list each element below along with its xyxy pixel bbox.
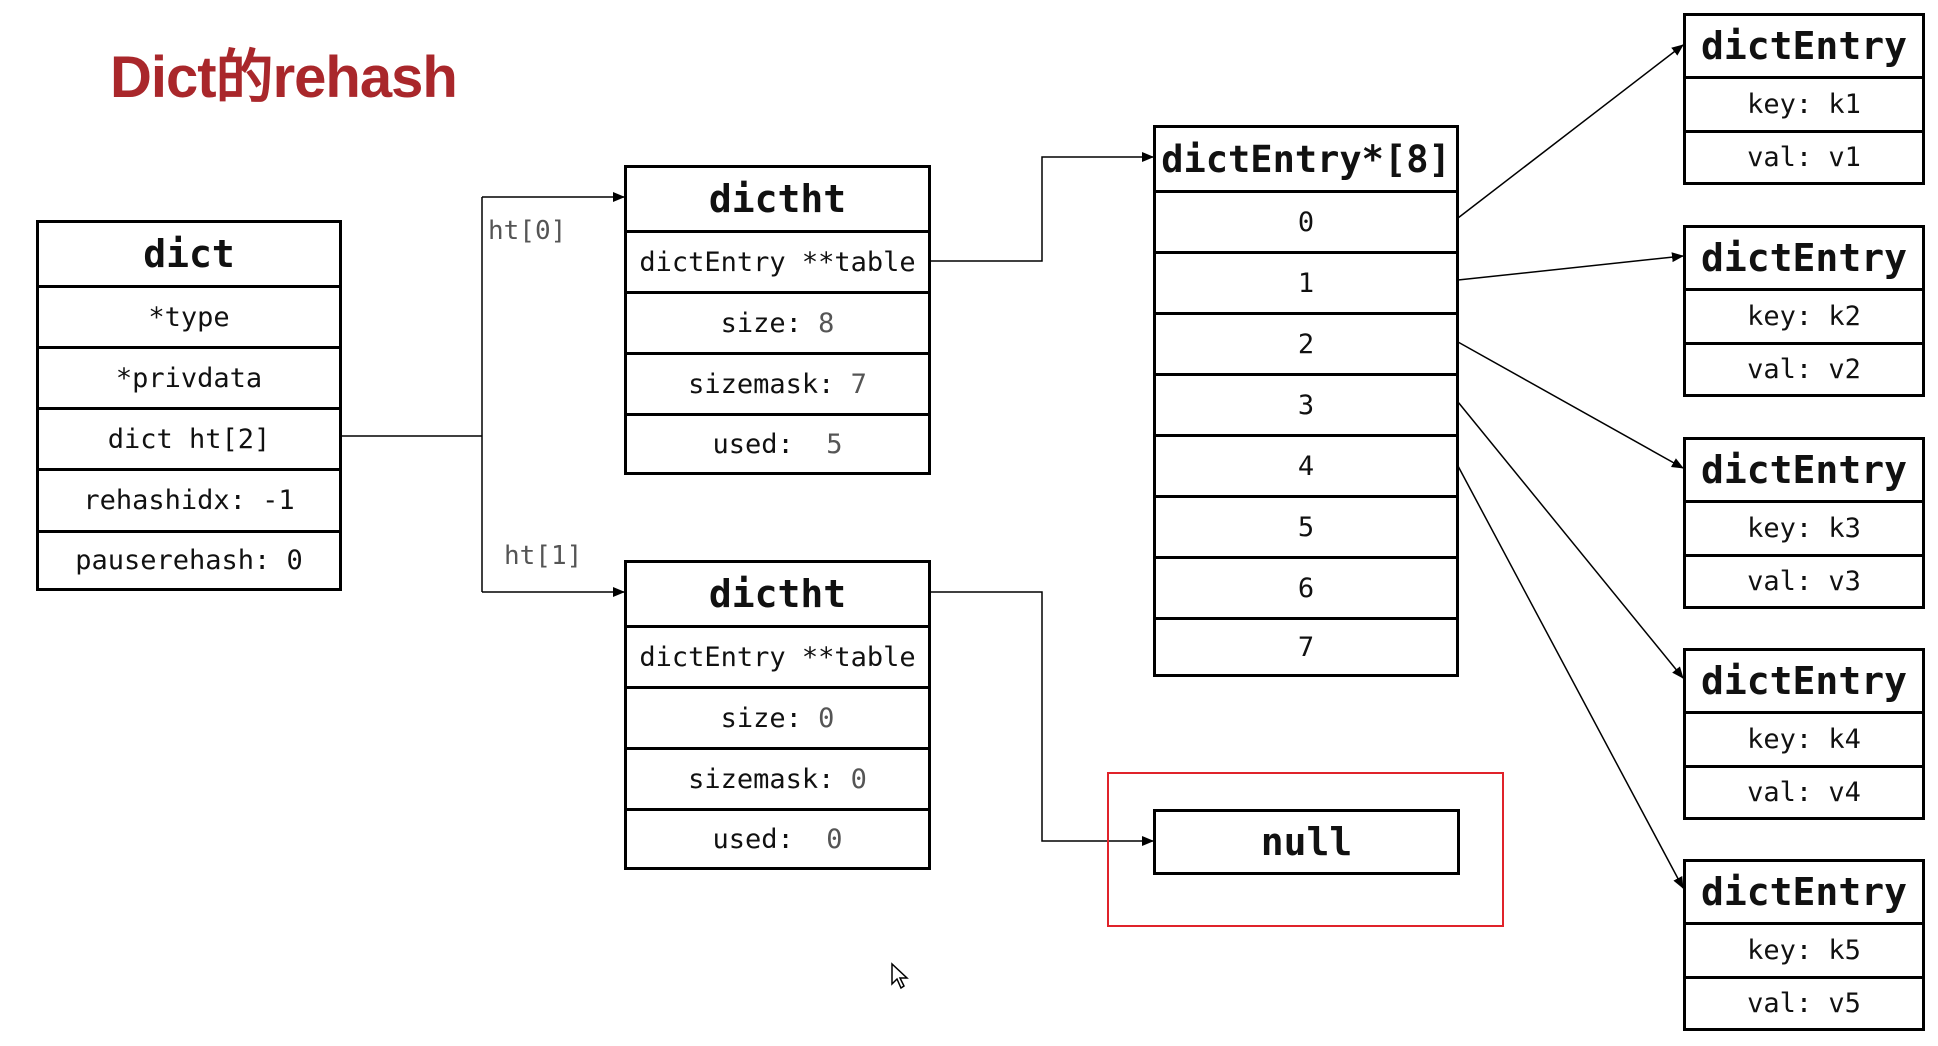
sizemask-value: 7 bbox=[850, 368, 867, 400]
entry-header: dictEntry bbox=[1701, 448, 1907, 492]
dictht0-size: size: 8 bbox=[627, 291, 928, 352]
slot4-arrow bbox=[1457, 465, 1684, 889]
dict-field-privdata: *privdata bbox=[39, 346, 339, 407]
dictht-1: dictht dictEntry **table size: 0 sizemas… bbox=[624, 560, 931, 870]
table0-arrow bbox=[930, 152, 1154, 262]
dictht1-used: used: 0 bbox=[627, 808, 928, 867]
entry-val: val: v4 bbox=[1686, 765, 1922, 817]
null-highlight bbox=[1107, 772, 1504, 927]
dictht1-size: size: 0 bbox=[627, 686, 928, 747]
entry-val: val: v3 bbox=[1686, 554, 1922, 606]
dictentry-array: dictEntry*[8] 0 1 2 3 4 5 6 7 bbox=[1153, 125, 1459, 677]
dict-field-type: *type bbox=[39, 285, 339, 346]
entry-header: dictEntry bbox=[1701, 870, 1907, 914]
used-value: 0 bbox=[826, 823, 843, 855]
used-value: 5 bbox=[826, 428, 843, 460]
dictht0-header: dictht bbox=[708, 177, 847, 221]
dictht1-header: dictht bbox=[708, 572, 847, 616]
used-label: used: bbox=[712, 428, 794, 460]
dictht-0: dictht dictEntry **table size: 8 sizemas… bbox=[624, 165, 931, 475]
used-label: used: bbox=[712, 823, 794, 855]
entry-val: val: v5 bbox=[1686, 976, 1922, 1028]
array-slot-5: 5 bbox=[1156, 495, 1456, 556]
size-label: size: bbox=[720, 702, 802, 734]
dict-field-rehashidx: rehashidx: -1 bbox=[39, 468, 339, 530]
null-box: null bbox=[1153, 809, 1460, 875]
entry-key: key: k4 bbox=[1686, 711, 1922, 765]
slot3-arrow bbox=[1457, 401, 1684, 679]
dictht0-table: dictEntry **table bbox=[627, 230, 928, 291]
dictht1-table: dictEntry **table bbox=[627, 625, 928, 686]
size-value: 0 bbox=[818, 702, 835, 734]
array-slot-6: 6 bbox=[1156, 556, 1456, 617]
array-slot-1: 1 bbox=[1156, 251, 1456, 312]
dictentry-5: dictEntry key: k5 val: v5 bbox=[1683, 859, 1925, 1031]
entry-header: dictEntry bbox=[1701, 236, 1907, 280]
size-value: 8 bbox=[818, 307, 835, 339]
dictentry-1: dictEntry key: k1 val: v1 bbox=[1683, 13, 1925, 185]
dict-field-ht: dict ht[2] bbox=[39, 407, 339, 468]
dict-header: dict bbox=[143, 232, 235, 276]
ht0-label: ht[0] bbox=[488, 216, 567, 246]
entry-key: key: k3 bbox=[1686, 500, 1922, 554]
slot0-arrow bbox=[1457, 44, 1684, 219]
dictentry-3: dictEntry key: k3 val: v3 bbox=[1683, 437, 1925, 609]
entry-header: dictEntry bbox=[1701, 659, 1907, 703]
array-slot-2: 2 bbox=[1156, 312, 1456, 373]
dictht0-used: used: 5 bbox=[627, 413, 928, 472]
ht1-label: ht[1] bbox=[504, 541, 583, 571]
sizemask-label: sizemask: bbox=[688, 763, 835, 795]
sizemask-label: sizemask: bbox=[688, 368, 835, 400]
page-title: Dict的rehash bbox=[110, 45, 458, 110]
dictentry-2: dictEntry key: k2 val: v2 bbox=[1683, 225, 1925, 397]
entry-key: key: k2 bbox=[1686, 288, 1922, 342]
dict-field-pauserehash: pauserehash: 0 bbox=[39, 530, 339, 588]
entry-key: key: k1 bbox=[1686, 76, 1922, 130]
dictht1-sizemask: sizemask: 0 bbox=[627, 747, 928, 808]
entry-header: dictEntry bbox=[1701, 24, 1907, 68]
array-slot-3: 3 bbox=[1156, 373, 1456, 434]
array-slot-4: 4 bbox=[1156, 434, 1456, 495]
array-slot-0: 0 bbox=[1156, 190, 1456, 251]
table1-arrow bbox=[930, 591, 1154, 846]
dictht0-sizemask: sizemask: 7 bbox=[627, 352, 928, 413]
slot2-arrow bbox=[1457, 341, 1684, 469]
array-header: dictEntry*[8] bbox=[1161, 137, 1451, 181]
array-slot-7: 7 bbox=[1156, 617, 1456, 674]
entry-key: key: k5 bbox=[1686, 922, 1922, 976]
dictentry-4: dictEntry key: k4 val: v4 bbox=[1683, 648, 1925, 820]
entry-val: val: v1 bbox=[1686, 130, 1922, 182]
size-label: size: bbox=[720, 307, 802, 339]
sizemask-value: 0 bbox=[850, 763, 867, 795]
entry-val: val: v2 bbox=[1686, 342, 1922, 394]
mouse-cursor-icon bbox=[891, 962, 909, 990]
slot1-arrow bbox=[1457, 252, 1684, 281]
dict-struct: dict *type *privdata dict ht[2] rehashid… bbox=[36, 220, 342, 591]
null-label: null bbox=[1260, 820, 1353, 864]
